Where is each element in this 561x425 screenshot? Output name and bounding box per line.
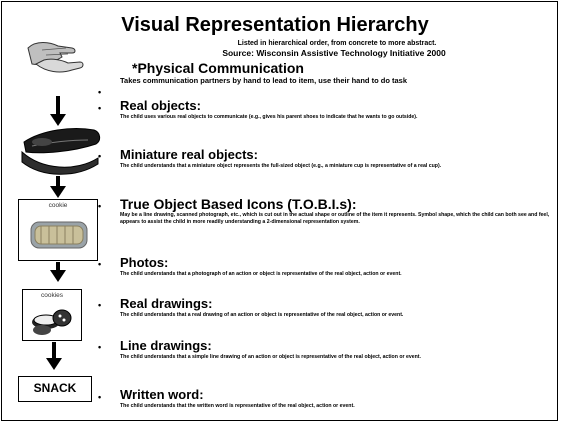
list-item: Miniature real objects: The child unders…	[120, 148, 552, 170]
list-item: Line drawings: The child understands tha…	[120, 339, 552, 361]
item-heading: True Object Based Icons (T.O.B.I.s):	[120, 196, 357, 212]
arrow-down-icon	[50, 176, 66, 198]
item-description: The child understands that a photograph …	[120, 271, 402, 277]
bullet: •	[98, 87, 102, 97]
bullet: •	[98, 201, 102, 211]
item-heading: Miniature real objects:	[120, 147, 258, 162]
item-description: May be a line drawing, scanned photograp…	[120, 212, 550, 225]
physical-communication-description: Takes communication partners by hand to …	[120, 76, 407, 85]
subtitle-source: Source: Wisconsin Assistive Technology I…	[222, 48, 446, 58]
bullet: •	[98, 259, 102, 269]
subtitle-order: Listed in hierarchical order, from concr…	[237, 40, 437, 47]
drawing-card-label: cookies	[40, 292, 64, 299]
cookie-package-icon	[30, 221, 88, 249]
item-heading: Written word:	[120, 387, 204, 402]
photo-card-label: cookie	[48, 202, 68, 209]
arrow-down-icon	[50, 262, 66, 282]
item-description: The child understands that a real drawin…	[120, 312, 404, 318]
bullet: •	[98, 300, 102, 310]
bullet: •	[98, 103, 102, 113]
bullet: •	[98, 392, 102, 402]
arrow-down-icon	[50, 96, 66, 126]
item-heading: Line drawings:	[120, 338, 212, 353]
list-item: True Object Based Icons (T.O.B.I.s): May…	[120, 197, 552, 226]
item-description: The child uses various real objects to c…	[120, 114, 418, 120]
item-heading: Real objects:	[120, 98, 201, 113]
bullet: •	[98, 342, 102, 352]
physical-communication-heading: *Physical Communication	[132, 60, 304, 76]
item-heading: Photos:	[120, 255, 169, 270]
bullet: •	[98, 151, 102, 161]
list-item: Written word: The child understands that…	[120, 388, 552, 410]
page-title: Visual Representation Hierarchy	[121, 14, 429, 36]
list-item: Photos: The child understands that a pho…	[120, 256, 552, 278]
shoe-icon	[21, 128, 101, 175]
item-description: The child understands that a miniature o…	[120, 163, 442, 169]
list-item: Real objects: The child uses various rea…	[120, 99, 552, 121]
written-word-snack: SNACK	[18, 376, 92, 402]
cookies-icon	[32, 309, 72, 335]
item-description: The child understands that a simple line…	[120, 354, 421, 360]
drawing-card: cookies	[22, 289, 82, 341]
arrow-down-icon	[46, 342, 62, 370]
item-description: The child understands that the written w…	[120, 403, 355, 409]
hierarchy-ladder	[21, 42, 101, 370]
hands-icon	[27, 42, 84, 73]
photo-card: cookie	[18, 199, 98, 261]
item-heading: Real drawings:	[120, 296, 213, 311]
list-item: Real drawings: The child understands tha…	[120, 297, 552, 319]
